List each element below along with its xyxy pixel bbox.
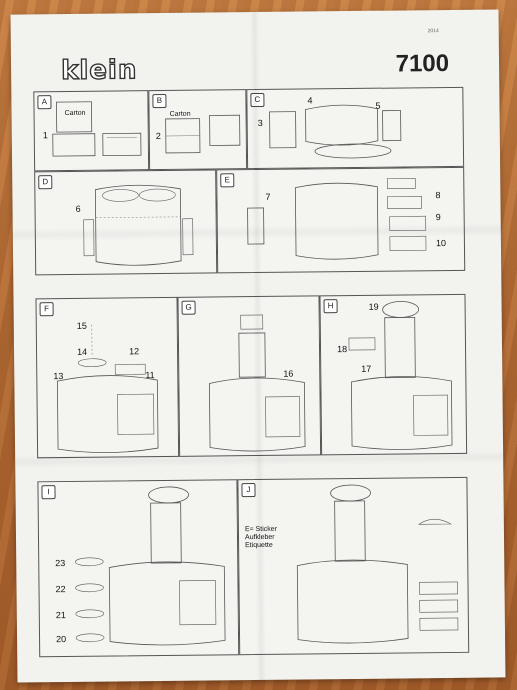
panel-h: H 19 18 17 xyxy=(319,293,468,456)
panel-h-drawing xyxy=(348,301,453,450)
panel-b: B Carton 2 xyxy=(148,89,248,171)
panel-e: E 7 8 9 10 xyxy=(216,166,466,274)
panel-f-drawing xyxy=(56,324,159,453)
corner-code: 2014 xyxy=(427,28,439,35)
model-number: 7100 xyxy=(395,49,450,78)
instruction-grid: A Carton 1 B Carton 2 C 3 4 5 xyxy=(33,86,470,658)
panel-j-drawing xyxy=(296,484,459,644)
panel-a: A Carton 1 xyxy=(33,90,150,172)
panel-i-drawing xyxy=(74,486,226,646)
panel-j: J E= Sticker Aufkleber Etiquette xyxy=(237,476,470,656)
brand-logo: klein xyxy=(60,55,138,87)
panel-b-drawing xyxy=(165,114,241,154)
panel-g-drawing xyxy=(208,314,306,452)
panel-e-drawing xyxy=(247,178,427,260)
panel-d: D 6 xyxy=(34,169,218,276)
panel-c: C 3 4 5 xyxy=(246,86,465,170)
panel-f: F 15 14 12 13 11 xyxy=(35,296,180,459)
panel-g: G 16 xyxy=(177,295,322,457)
panel-c-drawing xyxy=(269,104,402,159)
panel-i: I 23 22 21 20 xyxy=(37,479,240,658)
panel-a-drawing xyxy=(52,101,142,157)
instruction-sheet: 2014 klein 7100 A Carton 1 B Carton 2 xyxy=(10,9,506,683)
panel-d-drawing xyxy=(83,184,194,266)
